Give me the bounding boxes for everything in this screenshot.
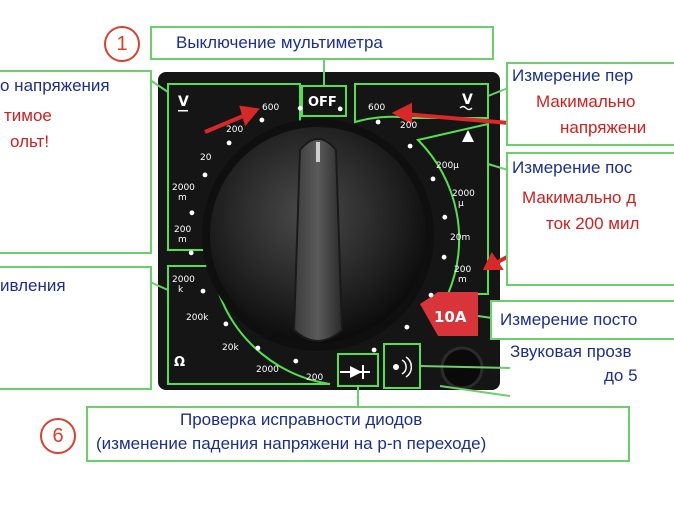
dial-tick-dot	[375, 119, 381, 125]
arrow-dcv-600	[204, 112, 249, 134]
connector-acv-right	[487, 87, 509, 97]
ohm-2000-label: 2000	[256, 365, 279, 375]
dial-tick-dot	[188, 250, 194, 256]
dial-tick-dot	[297, 105, 303, 111]
dcv-200m-label: 200	[174, 225, 191, 235]
dcv-600-label: 600	[262, 103, 279, 113]
acv-600-label: 600	[368, 103, 385, 113]
callout-diode-line2: (изменение падения напряжени на p-n пере…	[96, 434, 487, 453]
callout-dca-right	[506, 152, 674, 286]
dcv-2000m-label: 2000	[172, 183, 195, 193]
dcv-20-label: 20	[200, 153, 212, 163]
dial-tick-dot	[200, 288, 206, 294]
callout-acv-right	[506, 62, 674, 146]
callout-voltage-left	[0, 70, 152, 254]
ohm-2000k-label: 2000	[172, 275, 195, 285]
connector-voltage-left	[149, 79, 169, 93]
dca-200m-unit: m	[458, 275, 467, 285]
dial-tick-dot	[259, 117, 265, 123]
arrow-acv-600	[403, 112, 521, 126]
dcv-200m-unit: m	[178, 235, 187, 245]
dca-200m-label: 200	[454, 265, 471, 275]
dial-tick-dot	[226, 140, 232, 146]
dial-tick-dot	[428, 292, 434, 298]
callout-acv-right-text: Измерение пер	[512, 66, 634, 85]
dial-tick-dot	[404, 324, 410, 330]
buzzer-icon	[393, 364, 399, 370]
callout-dca-right-red2: ток 200 мил	[546, 214, 640, 233]
marker-6: 6	[40, 418, 76, 454]
acv-ac-mark	[459, 105, 473, 111]
callout-10a-right-text: Измерение посто	[500, 310, 638, 329]
marker-1: 1	[104, 26, 140, 62]
callout-off	[150, 26, 494, 60]
dial-tick-dot	[442, 214, 448, 220]
dial-tick-dot	[255, 345, 261, 351]
callout-resistance-left-text: ивления	[0, 276, 66, 295]
callout-dca-right-text: Измерение пос	[512, 158, 633, 177]
dial-tick-dot	[337, 106, 343, 112]
callout-acv-right-red2: напряжени	[560, 118, 647, 137]
connector-dca-right	[487, 163, 509, 171]
callout-dca-right-red1: Макимально д	[522, 188, 637, 207]
callout-sound-right-text1: Звуковая прозв	[510, 342, 632, 361]
buzzer-wave-2	[405, 356, 413, 378]
dial-tick-dot	[293, 358, 299, 364]
arrow-acv-600-head	[391, 102, 412, 125]
dial-tick-dot	[430, 176, 436, 182]
dcv-200-label: 200	[226, 125, 243, 135]
dial-tick-dot	[223, 321, 229, 327]
acv-200-label: 200	[400, 121, 417, 131]
off-box	[301, 85, 347, 117]
callout-resistance-left	[0, 266, 152, 390]
ohm-20k-label: 20k	[222, 343, 239, 353]
dca-200u-label: 200µ	[436, 161, 459, 171]
ten-a-badge	[420, 292, 478, 336]
ohm-200k-label: 200k	[186, 313, 209, 323]
dial-tick-dot	[441, 254, 447, 260]
dca-2000u-label: 2000	[452, 189, 475, 199]
callout-voltage-left-text: о напряжения	[0, 76, 110, 95]
connector-resistance-left	[149, 281, 169, 291]
dcv-dc-mark	[178, 110, 188, 112]
dial-tick-dot	[371, 347, 377, 353]
dca-symbol	[462, 130, 474, 142]
knob-pointer[interactable]	[292, 138, 344, 342]
dial-tick-dot	[407, 143, 413, 149]
dca-20m-label: 20m	[450, 233, 470, 243]
ohm-symbol: Ω	[174, 355, 185, 370]
arrow-dcv-600-head	[239, 105, 260, 127]
callout-voltage-left-red2: ольт!	[10, 132, 50, 151]
callout-diode-line1: Проверка исправности диодов	[180, 410, 423, 429]
callout-voltage-left-red1: тимое	[4, 106, 52, 125]
dial-tick-dot	[189, 210, 195, 216]
connector-sound-right	[419, 365, 511, 369]
callout-acv-right-red1: Макимально	[536, 92, 636, 111]
callout-sound-right-text2: до 5	[604, 366, 638, 385]
dcv-2000m-unit: m	[178, 193, 187, 203]
arrow-dca-200m-head	[482, 252, 504, 270]
dcv-symbol: V	[178, 94, 189, 110]
callout-off-text: Выключение мультиметра	[176, 33, 383, 52]
acv-section-outline	[354, 83, 489, 124]
knob-pointer-mark	[316, 142, 320, 162]
acv-symbol: V	[462, 92, 473, 108]
connector-sound-right-2	[439, 385, 511, 397]
ohm-2000k-unit: k	[178, 285, 184, 295]
ten-a-label: 10A	[434, 308, 467, 326]
callout-10a-right	[490, 300, 674, 340]
dca-2000u-unit: µ	[458, 199, 464, 209]
buzzer-wave-1	[401, 359, 407, 375]
off-label: OFF	[308, 95, 337, 110]
connector-10a-right	[477, 315, 493, 319]
callout-diode	[86, 406, 630, 462]
ohm-200-label: 200	[306, 373, 323, 383]
buzzer-box	[383, 343, 421, 389]
dial-tick-dot	[202, 172, 208, 178]
dca-section-outline	[416, 122, 489, 295]
diode-icon-line	[340, 371, 370, 373]
